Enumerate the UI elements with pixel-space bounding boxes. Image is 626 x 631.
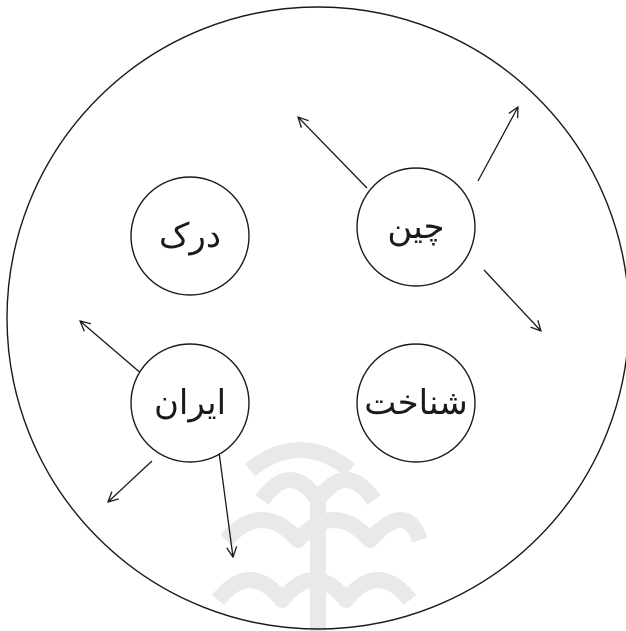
node-top-left-label: درک: [159, 216, 221, 256]
node-top-left: درک: [131, 177, 249, 295]
node-top-right-label: چین: [387, 207, 444, 247]
arrow-icon: [478, 107, 518, 181]
node-bottom-right-label: شناخت: [364, 383, 468, 423]
watermark-logo-icon: [218, 450, 420, 631]
arrow-icon: [484, 270, 541, 331]
arrow-icon: [219, 452, 233, 557]
arrow-icon: [108, 461, 152, 502]
node-bottom-right: شناخت: [357, 344, 475, 462]
arrow-icon: [80, 321, 143, 375]
node-bottom-left-label: ایران: [154, 383, 226, 423]
node-bottom-left: ایران: [131, 344, 249, 462]
node-top-right: چین: [357, 168, 475, 286]
arrow-icon: [298, 117, 367, 188]
